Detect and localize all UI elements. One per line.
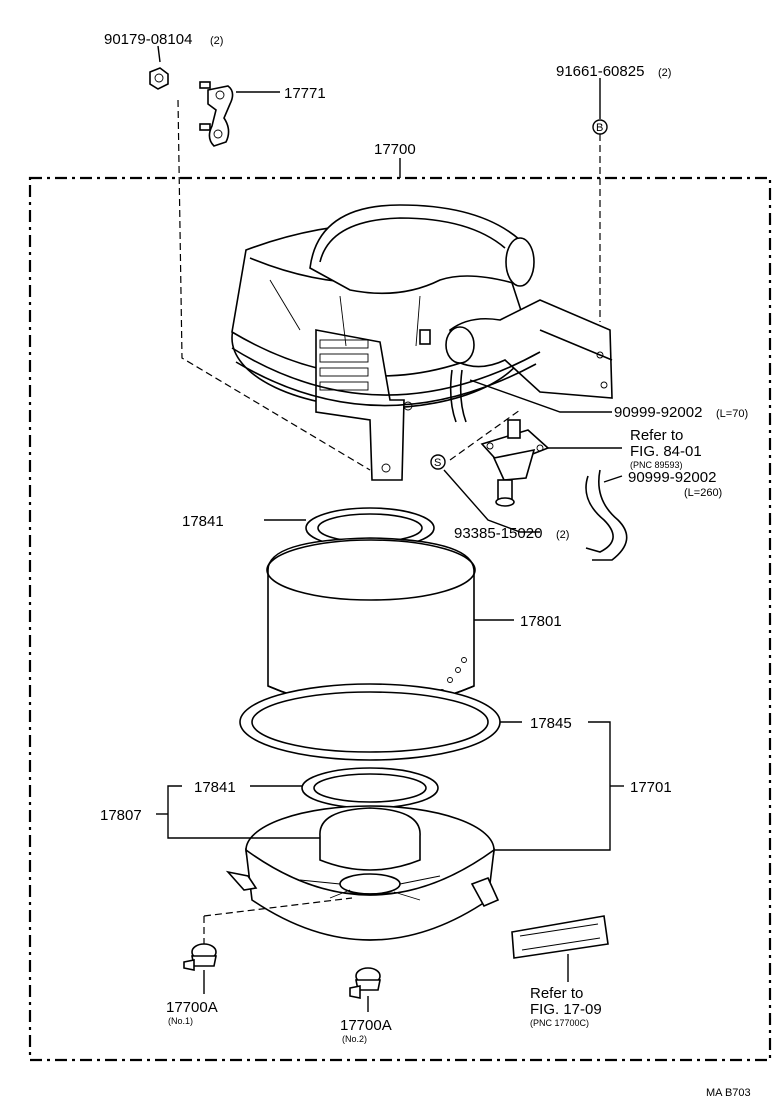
label-90179-08104: 90179-08104 [104,31,192,48]
valve-icon [480,419,550,507]
label-90179-qty: (2) [210,35,223,47]
label-93385-15020: 93385-15020 [454,525,542,542]
label-17807: 17807 [100,807,142,824]
mark-s-text: S [434,457,441,469]
refer1-pnc: (PNC 89593) [630,460,683,470]
refer2-line2: FIG. 17-09 [530,1001,602,1018]
clip-no1-icon [183,943,217,971]
diagram-code: MA B703 [706,1087,751,1099]
label-17700A-no2: 17700A [340,1017,392,1034]
window-icon [511,915,609,959]
refer2-line1: Refer to [530,985,583,1002]
label-93385-qty: (2) [556,529,569,541]
clip-no2-icon [349,967,381,999]
label-91661-qty: (2) [658,67,671,79]
label-17700A-no1-sub: (No.1) [168,1016,193,1026]
label-17841-top: 17841 [182,513,224,530]
clip-icon [225,870,500,908]
label-90999-92002-a: 90999-92002 [614,404,702,421]
mark-s [430,454,446,470]
label-17801: 17801 [520,613,562,630]
refer1-line1: Refer to [630,427,683,444]
label-17700A-no2-sub: (No.2) [342,1034,367,1044]
label-91661-60825: 91661-60825 [556,63,644,80]
label-17845: 17845 [530,715,572,732]
label-17701: 17701 [630,779,672,796]
label-17771: 17771 [284,85,326,102]
bracket-icon [199,81,234,147]
nut-icon [149,67,169,90]
refer1-line2: FIG. 84-01 [630,443,702,460]
case-icon [244,805,496,941]
label-90999-b-len: (L=260) [684,487,722,499]
gasket-icon [239,683,501,761]
air-cleaner-cap-icon [231,204,613,481]
filter-element-icon [266,507,476,709]
label-17700: 17700 [374,141,416,158]
mark-b-text: B [596,122,603,134]
label-90999-92002-b: 90999-92002 [628,469,716,486]
label-17700A-no1: 17700A [166,999,218,1016]
hose-icon [585,469,628,561]
refer2-pnc: (PNC 17700C) [530,1018,589,1028]
label-17841-bottom: 17841 [194,779,236,796]
label-90999-a-len: (L=70) [716,408,748,420]
assembly-frame [28,176,772,1062]
